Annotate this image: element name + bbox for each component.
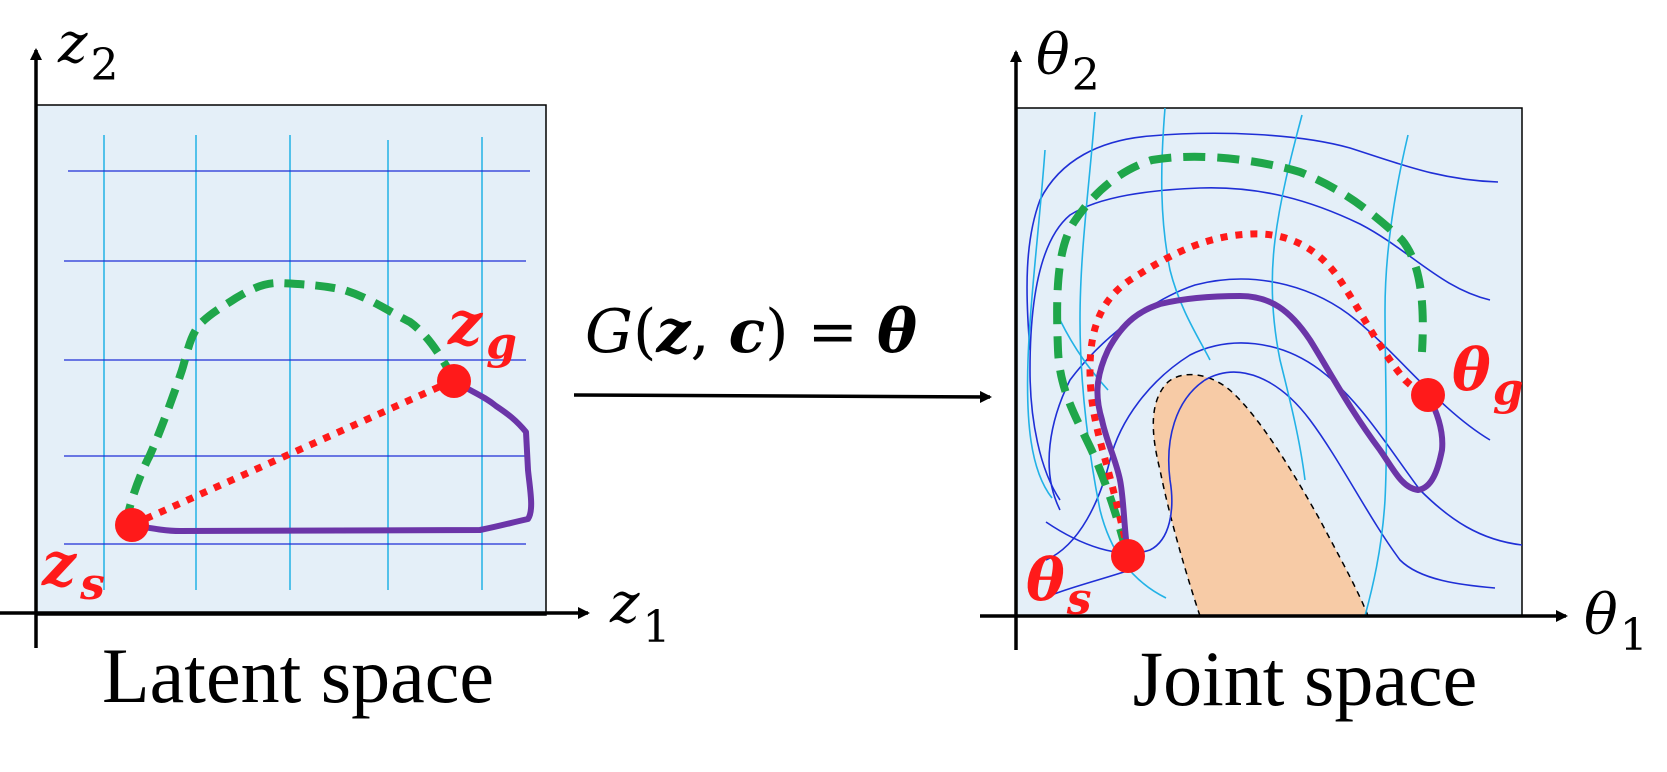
joint-start-label: θs <box>1026 546 1091 625</box>
latent-goal-label: zg <box>447 289 517 369</box>
joint-goal-label: θg <box>1452 336 1523 415</box>
mapping-arrow <box>573 390 992 403</box>
joint-x-axis-label: θ1 <box>1584 583 1648 661</box>
mapping: G(z, c) = θ <box>573 297 992 403</box>
latent-green-dashed-path <box>122 278 458 525</box>
latent-y-axis-label: z2 <box>57 11 119 91</box>
joint-y-axis-label: θ2 <box>1036 23 1100 101</box>
mapping-equation: G(z, c) = θ <box>585 297 917 367</box>
latent-goal-point <box>437 364 471 398</box>
latent-start-label: zs <box>41 530 105 610</box>
joint-start-point <box>1111 539 1145 573</box>
joint-contour <box>1039 569 1131 601</box>
latent-space-caption: Latent space <box>102 632 494 719</box>
latent-space-panel: z2 z1 zs zg Latent space <box>0 11 671 719</box>
joint-contour <box>1048 278 1491 511</box>
joint-contour <box>1026 132 1499 351</box>
joint-contour <box>1045 371 1496 589</box>
joint-obstacle-region <box>1152 373 1369 616</box>
joint-space-panel: θ2 θ1 θs θg Joint space <box>980 23 1648 722</box>
latent-purple-path <box>129 379 535 534</box>
latent-start-point <box>115 508 149 542</box>
latent-x-axis-label: z1 <box>609 571 671 653</box>
joint-contour <box>1026 149 1053 499</box>
joint-contour <box>1059 319 1109 391</box>
joint-red-dotted-path <box>1086 230 1429 553</box>
joint-contour <box>1364 134 1409 616</box>
latent-grid <box>64 135 530 590</box>
joint-contour <box>1029 187 1491 501</box>
joint-purple-path <box>1094 293 1446 559</box>
joint-green-dashed-path <box>1053 152 1427 552</box>
joint-goal-point <box>1411 378 1445 412</box>
latent-red-dotted-path <box>130 378 452 529</box>
joint-space-caption: Joint space <box>1133 635 1477 722</box>
